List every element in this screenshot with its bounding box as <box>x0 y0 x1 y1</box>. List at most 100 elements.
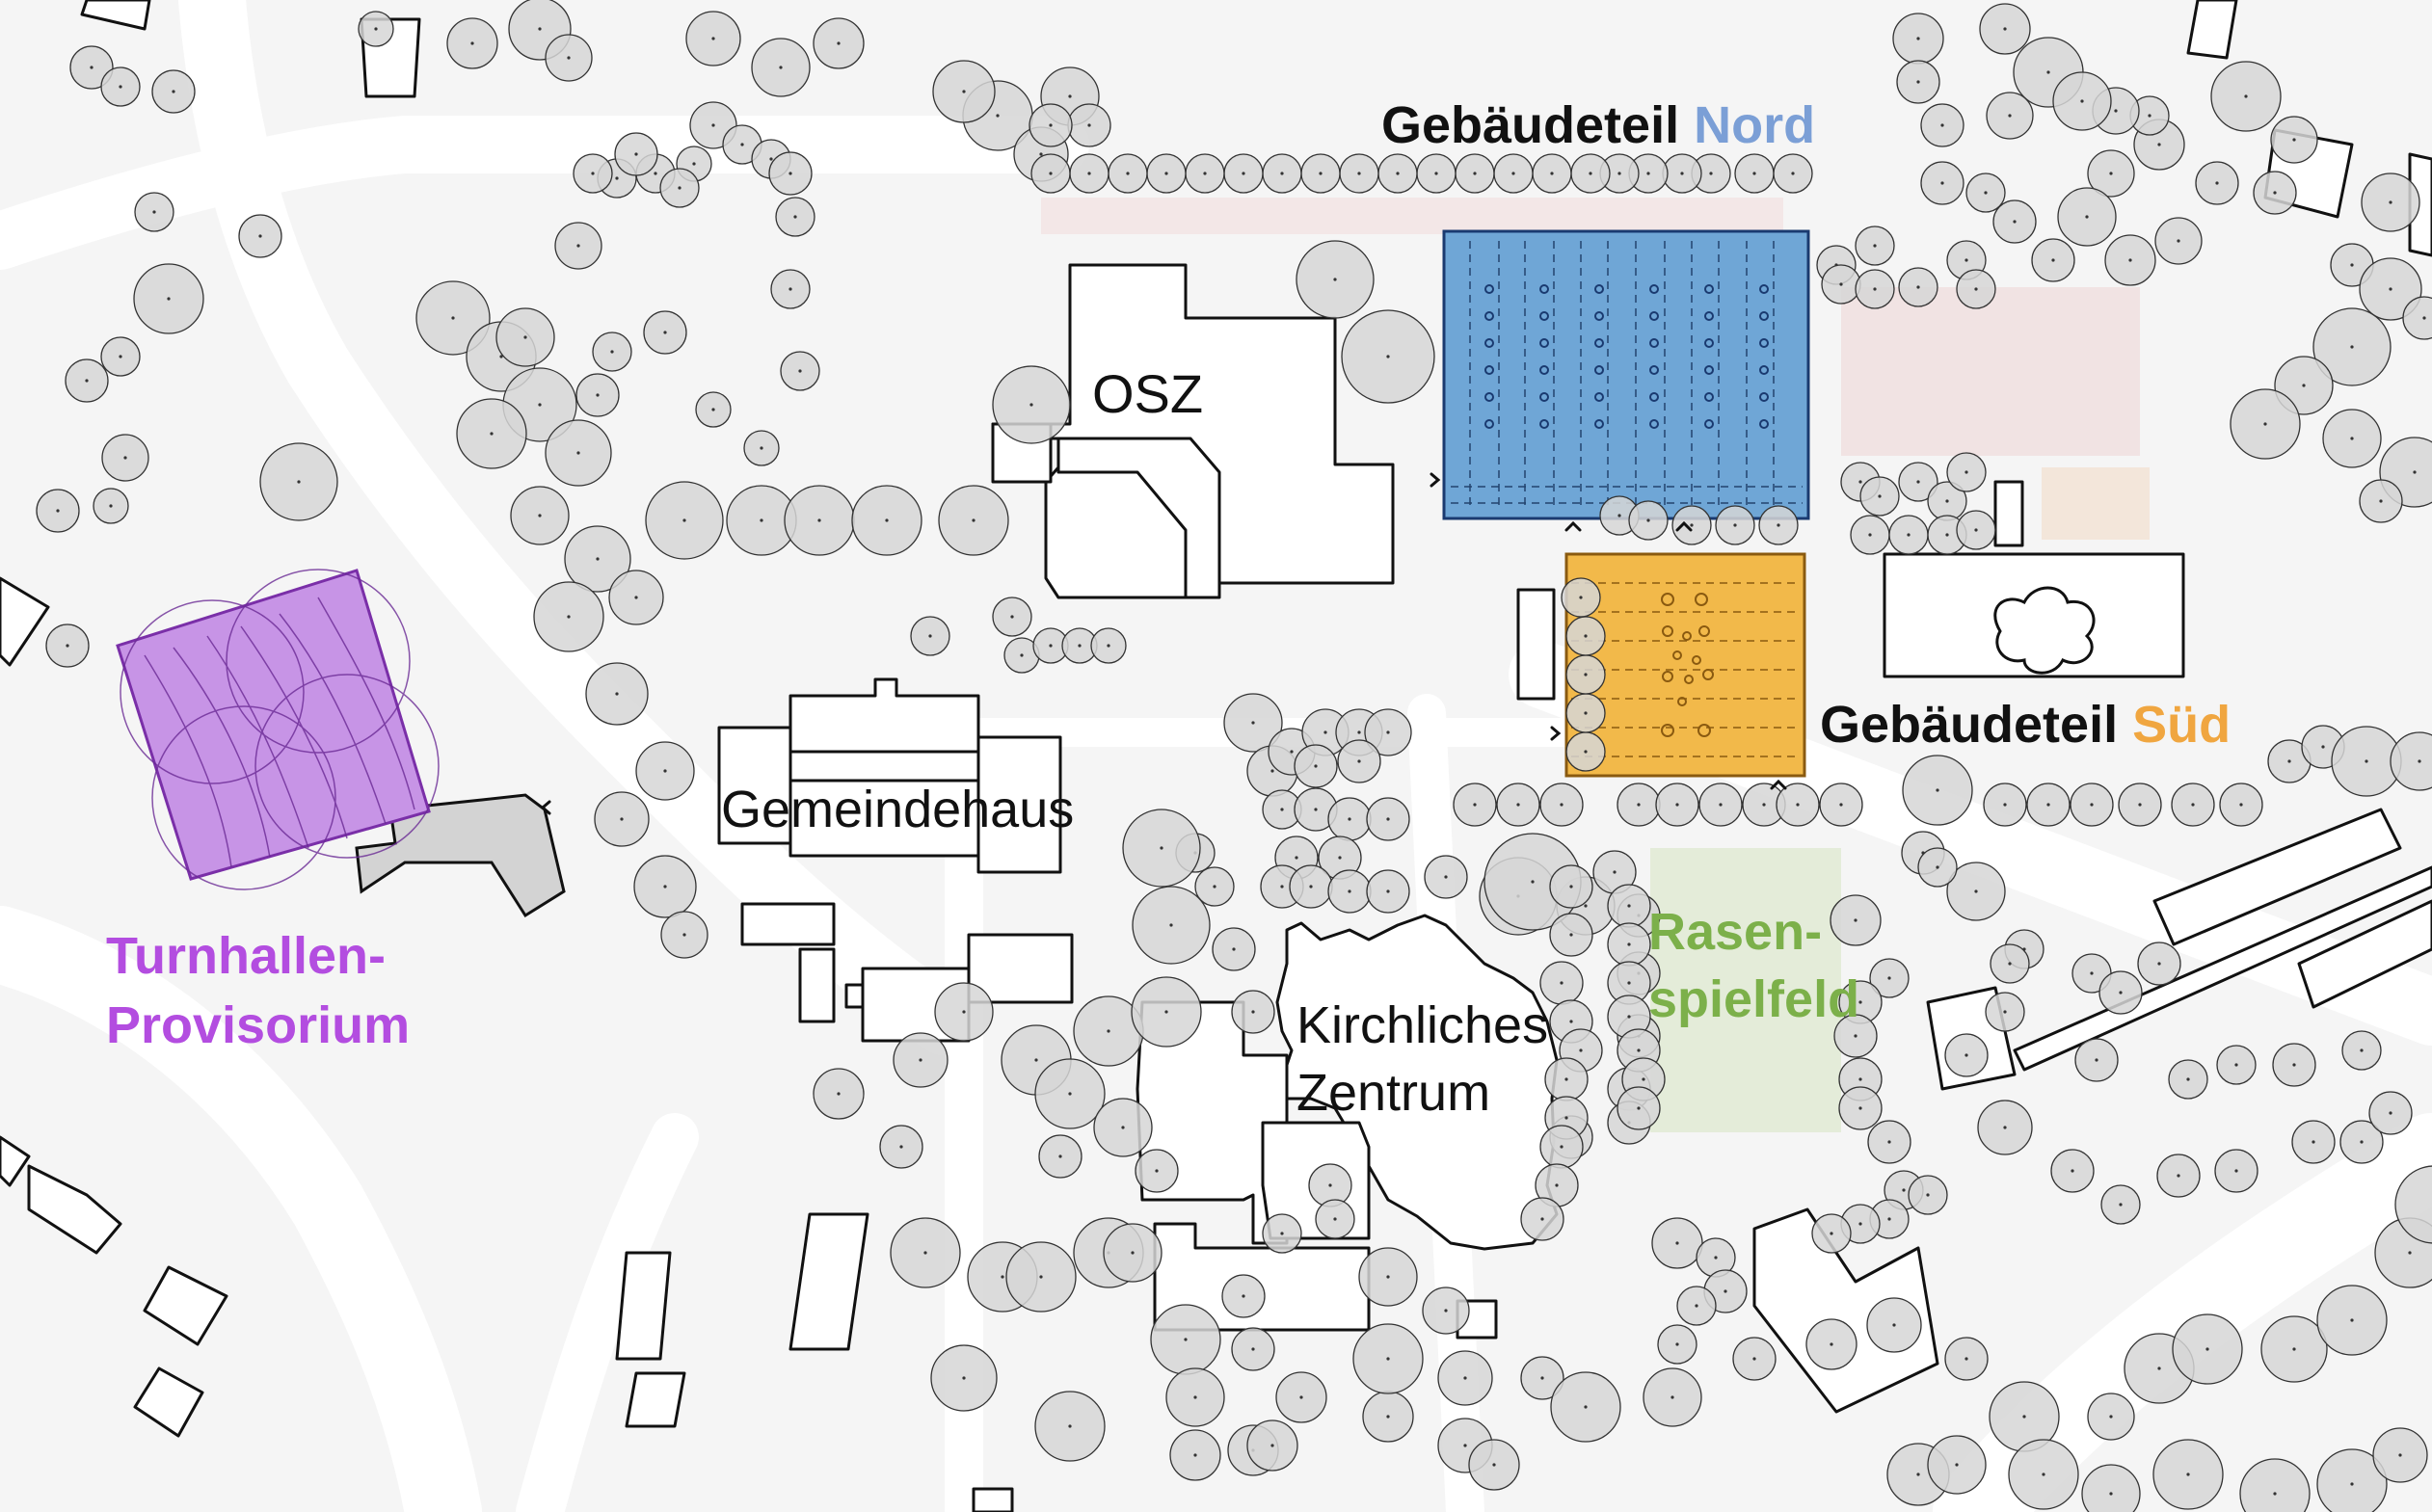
tree-trunk-dot <box>2350 1318 2354 1322</box>
tree-trunk-dot <box>678 186 681 190</box>
tree-trunk-dot <box>1945 499 1949 503</box>
tree-trunk-dot <box>798 369 802 373</box>
gebaeudeteil-nord-building[interactable] <box>1442 229 1810 520</box>
tree-trunk-dot <box>1314 764 1318 768</box>
tree-trunk-dot <box>567 615 571 619</box>
tree-trunk-dot <box>634 596 638 599</box>
tree-trunk-dot <box>2051 258 2055 262</box>
label-gebaeudeteil-sued: Gebäudeteil Süd <box>1820 696 2231 754</box>
tree-trunk-dot <box>2090 803 2094 807</box>
rasenspielfeld-area[interactable] <box>1650 848 1841 1132</box>
tree-trunk-dot <box>90 66 94 69</box>
tree-trunk-dot <box>1839 282 1843 286</box>
tree-trunk-dot <box>1858 1106 1862 1110</box>
round-pavilion <box>1993 586 2096 675</box>
tree-trunk-dot <box>2095 1058 2098 1062</box>
tree-trunk-dot <box>167 297 171 301</box>
tree-trunk-dot <box>615 692 619 696</box>
tree-trunk-dot <box>1974 287 1978 291</box>
tree-trunk-dot <box>56 509 60 513</box>
tree-trunk-dot <box>1396 172 1400 175</box>
tree-trunk-dot <box>1386 730 1390 734</box>
pink-sports-area <box>1841 287 2140 456</box>
tree-trunk-dot <box>962 1010 966 1014</box>
tree-trunk-dot <box>2046 803 2050 807</box>
tree <box>2394 1165 2432 1244</box>
tree-trunk-dot <box>654 172 657 175</box>
tree-trunk-dot <box>2042 1472 2045 1476</box>
tree-trunk-dot <box>1680 172 1684 175</box>
tree-trunk-dot <box>1858 480 1862 484</box>
tree-trunk-dot <box>119 85 122 89</box>
tree-trunk-dot <box>2398 1453 2402 1457</box>
tree-trunk-dot <box>1627 981 1631 985</box>
tree-trunk-dot <box>2046 70 2050 74</box>
tree-trunk-dot <box>1579 596 1583 599</box>
tree-trunk-dot <box>1319 172 1323 175</box>
tree-trunk-dot <box>2177 239 2180 243</box>
turnhallen-provisorium-building[interactable] <box>116 569 440 890</box>
tree-trunk-dot <box>2273 1492 2277 1496</box>
tree-trunk-dot <box>923 1251 927 1255</box>
tree-trunk-dot <box>1314 808 1318 811</box>
tree-trunk-dot <box>1902 1188 1906 1192</box>
tree-trunk-dot <box>2022 1415 2026 1419</box>
tree-trunk-dot <box>1039 152 1043 156</box>
tree-trunk-dot <box>1584 750 1588 754</box>
tree-trunk-dot <box>2350 437 2354 440</box>
tree-trunk-dot <box>576 451 580 455</box>
tree-trunk-dot <box>1777 523 1780 527</box>
pink-strip <box>1041 198 1783 234</box>
tree-trunk-dot <box>2292 1063 2296 1067</box>
tree-trunk-dot <box>1964 258 1968 262</box>
label-nord-suffix: Nord <box>1694 96 1815 154</box>
tree-trunk-dot <box>1280 1232 1284 1235</box>
tree-trunk-dot <box>1887 976 1891 980</box>
tree-trunk-dot <box>1873 287 1877 291</box>
tree-trunk-dot <box>1964 470 1968 474</box>
tree-trunk-dot <box>1695 1304 1698 1308</box>
tree-trunk-dot <box>2273 191 2277 195</box>
tree-trunk-dot <box>1964 1053 1968 1057</box>
tree <box>2081 1464 2141 1512</box>
tree-trunk-dot <box>2350 263 2354 267</box>
tree-trunk-dot <box>1511 172 1515 175</box>
tree-trunk-dot <box>1617 172 1621 175</box>
tree-trunk-dot <box>1280 808 1284 811</box>
tree-trunk-dot <box>2389 1111 2392 1115</box>
tree-trunk-dot <box>1309 885 1313 889</box>
tree-trunk-dot <box>1675 1241 1679 1245</box>
tree-trunk-dot <box>919 1058 922 1062</box>
tree-trunk-dot <box>451 316 455 320</box>
tree-trunk-dot <box>1001 1275 1004 1279</box>
tree-trunk-dot <box>523 335 527 339</box>
tree-trunk-dot <box>596 557 600 561</box>
tree-trunk-dot <box>1280 885 1284 889</box>
tree-trunk-dot <box>2008 114 2012 118</box>
tree-trunk-dot <box>1295 856 1298 860</box>
gebaeudeteil-sued-building[interactable] <box>1564 552 1806 778</box>
tree-trunk-dot <box>1473 172 1477 175</box>
tree-trunk-dot <box>2008 962 2012 966</box>
tree-trunk-dot <box>2389 200 2392 204</box>
tree-trunk-dot <box>152 210 156 214</box>
tree-trunk-dot <box>1916 80 1920 84</box>
tree-trunk-dot <box>1386 1357 1390 1361</box>
tree-trunk-dot <box>1531 880 1535 884</box>
tree-trunk-dot <box>1434 172 1438 175</box>
tree-trunk-dot <box>109 504 113 508</box>
tree-trunk-dot <box>1569 885 1573 889</box>
tree-trunk-dot <box>2119 991 2123 995</box>
tree <box>2402 296 2432 340</box>
tree-trunk-dot <box>1916 37 1920 40</box>
tree-trunk-dot <box>1613 870 1617 874</box>
tree-trunk-dot <box>1131 1251 1135 1255</box>
tree-trunk-dot <box>1357 730 1361 734</box>
tree-trunk-dot <box>1049 644 1053 648</box>
tree-trunk-dot <box>1020 653 1024 657</box>
tree-trunk-dot <box>1791 172 1795 175</box>
tree-trunk-dot <box>2013 220 2017 224</box>
tree-trunk-dot <box>2157 143 2161 146</box>
tree-trunk-dot <box>760 518 763 522</box>
